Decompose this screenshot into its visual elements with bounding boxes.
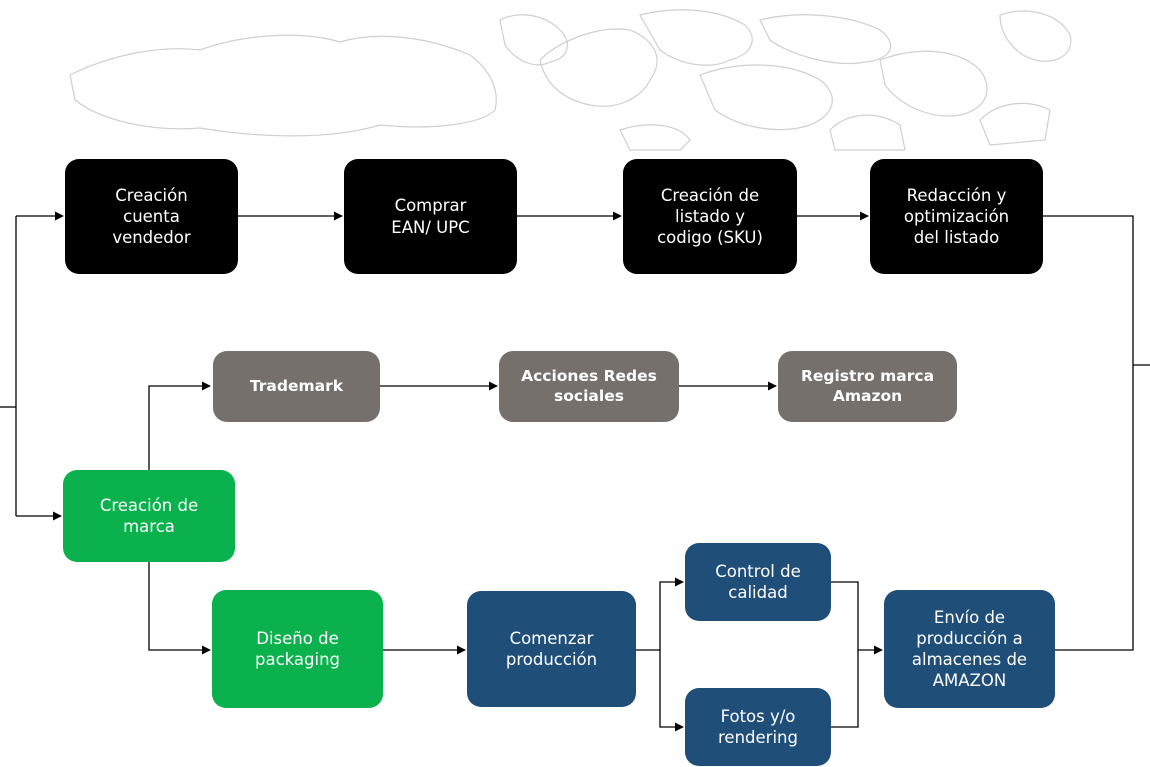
node-trademark: Trademark: [213, 351, 380, 422]
connectors: [0, 211, 1150, 732]
node-diseno-packaging: Diseño de packaging: [212, 590, 383, 708]
node-redaccion-optimizacion: Redacción y optimización del listado: [870, 159, 1043, 274]
node-creacion-cuenta-vendedor: Creación cuenta vendedor: [65, 159, 238, 274]
node-control-calidad: Control de calidad: [685, 543, 831, 621]
node-fotos-rendering: Fotos y/o rendering: [685, 688, 831, 766]
node-creacion-marca: Creación de marca: [63, 470, 235, 562]
node-comprar-ean-upc: Comprar EAN/ UPC: [344, 159, 517, 274]
node-envio-produccion-amazon: Envío de producción a almacenes de AMAZO…: [884, 590, 1055, 708]
background-map-outline: [69, 9, 1072, 151]
node-comenzar-produccion: Comenzar producción: [467, 591, 636, 707]
node-creacion-listado-sku: Creación de listado y codigo (SKU): [623, 159, 797, 274]
node-acciones-redes-sociales: Acciones Redes sociales: [499, 351, 679, 422]
node-registro-marca-amazon: Registro marca Amazon: [778, 351, 957, 422]
